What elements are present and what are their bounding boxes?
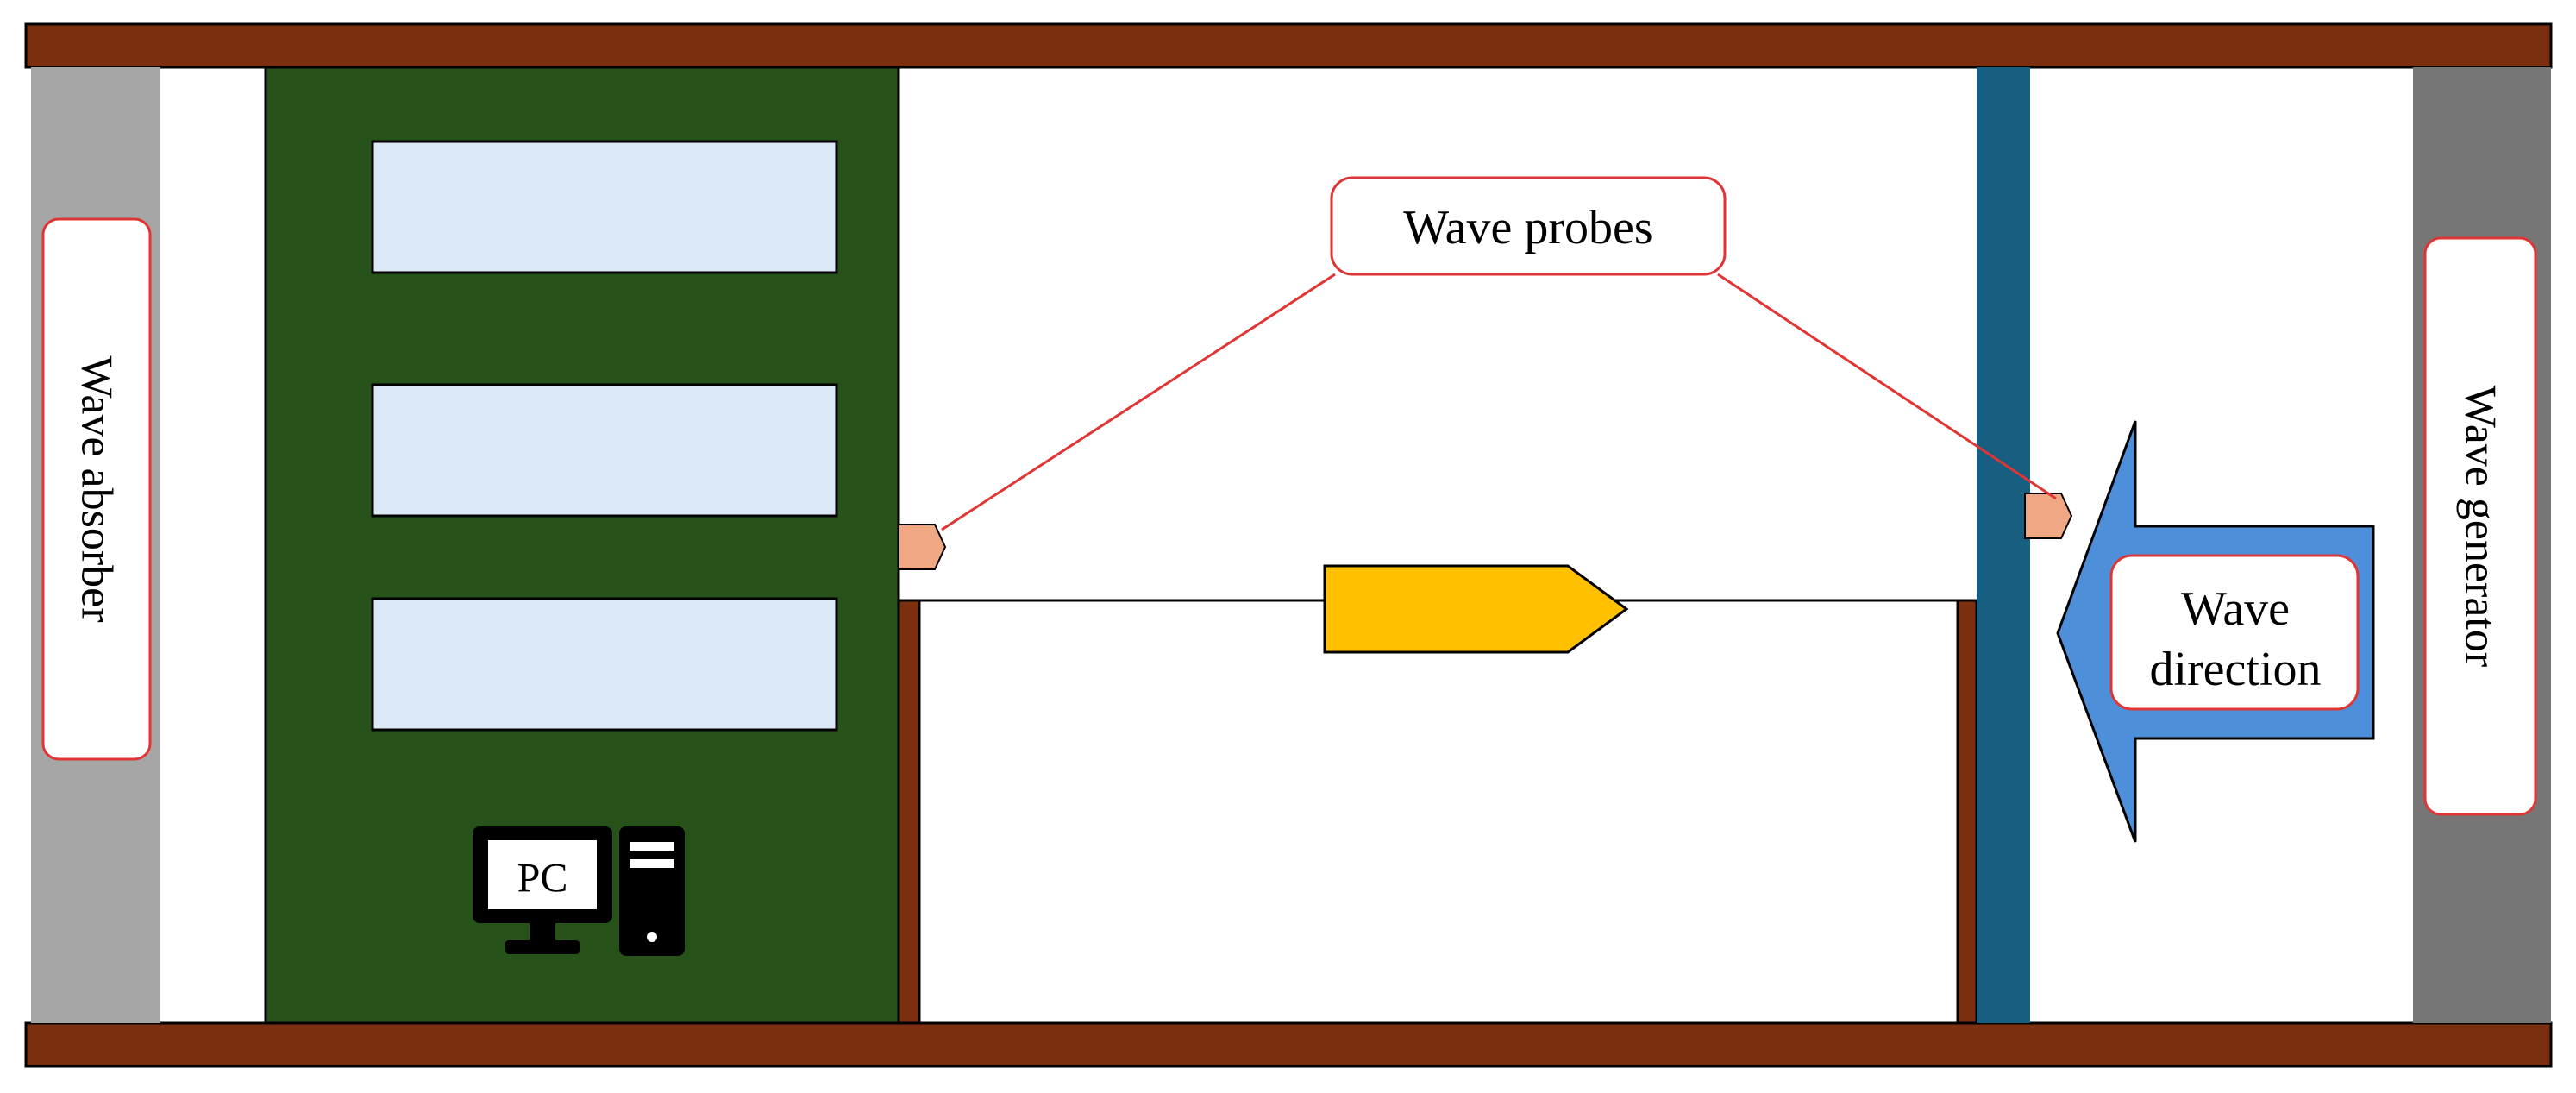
tank-wall-bottom — [24, 1021, 2553, 1068]
wave-generator-label: Wave generator — [2456, 386, 2505, 667]
floating-model — [1323, 564, 1629, 654]
wave-direction-label-line2: direction — [2149, 643, 2321, 696]
pc-label: PC — [517, 856, 568, 901]
wave-direction-label-line1: Wave — [2181, 582, 2290, 636]
wave-probe-left — [898, 524, 947, 570]
tank-wall-top — [24, 22, 2553, 69]
wave-generator-label-box — [2423, 236, 2537, 816]
monitor-panel-3 — [371, 597, 838, 732]
desktop-computer-icon — [473, 826, 685, 956]
monitor-panel-1 — [371, 140, 838, 274]
channel-wall-left — [897, 599, 921, 1025]
wave-absorber-label-box — [41, 217, 152, 761]
pc-screen — [488, 840, 597, 909]
monitor-panel-2 — [371, 383, 838, 518]
leader-line-left — [941, 273, 1336, 531]
leader-line-right — [1717, 273, 2057, 500]
wave-probe-right — [2024, 493, 2073, 539]
wave-probes-callout — [1330, 176, 1727, 276]
wave-absorber-label: Wave absorber — [72, 355, 122, 622]
pc-tower — [619, 826, 685, 956]
channel-wall-right — [1956, 599, 1978, 1025]
wave-direction-label-box — [2109, 554, 2360, 711]
wave-probes-label: Wave probes — [1403, 201, 1652, 254]
probe-rail — [1977, 67, 2030, 1023]
